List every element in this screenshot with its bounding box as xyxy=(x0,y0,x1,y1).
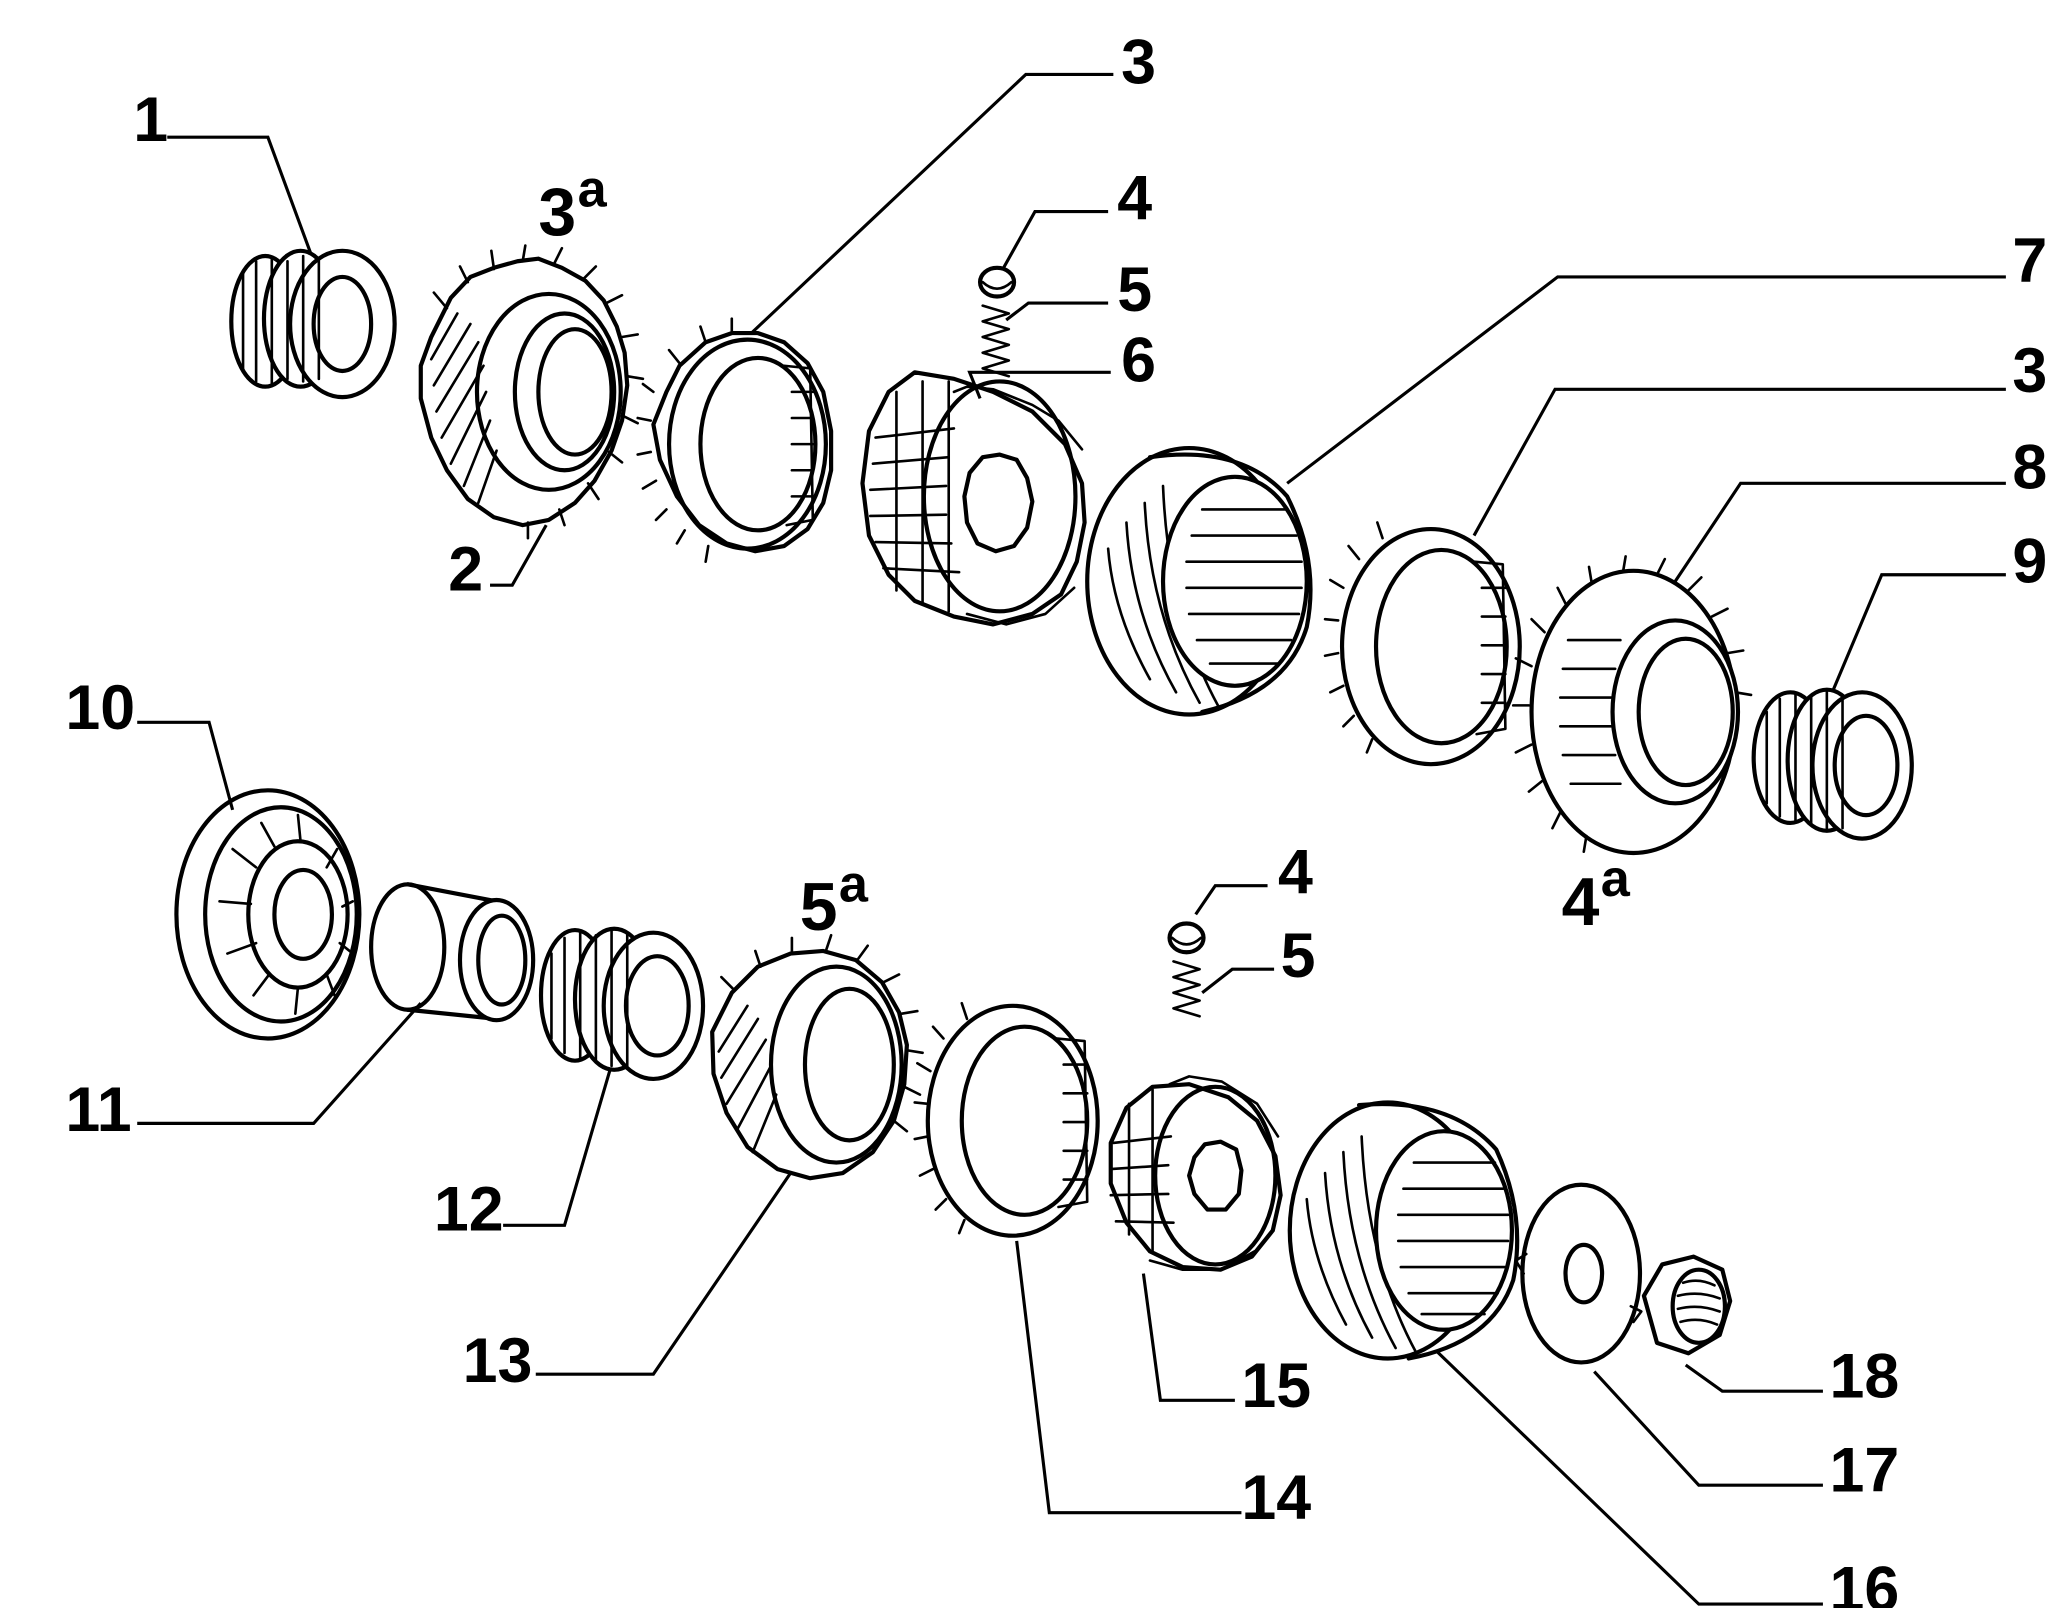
leader-4-upper xyxy=(1002,210,1109,269)
detent-ball-part-4-lower xyxy=(1167,921,1206,955)
leader-12 xyxy=(503,1064,614,1227)
leader-15 xyxy=(1141,1273,1235,1402)
helical-gear-part-2 xyxy=(418,244,645,540)
svg-text:4: 4 xyxy=(1562,865,1600,940)
callout-11: 11 xyxy=(65,1075,131,1145)
synchro-ring-part-14 xyxy=(913,1001,1100,1238)
callout-15: 15 xyxy=(1241,1351,1311,1421)
callout-18: 18 xyxy=(1829,1342,1899,1412)
callout-13: 13 xyxy=(463,1326,533,1396)
sliding-sleeve-part-16 xyxy=(1287,1100,1520,1361)
svg-text:a: a xyxy=(839,855,869,913)
nut-part-18 xyxy=(1641,1254,1733,1356)
leader-8 xyxy=(1673,481,2006,583)
leader-7 xyxy=(1286,275,2006,485)
gear-label-4a: 4 a xyxy=(1562,850,1631,940)
bushing-part-11 xyxy=(369,882,536,1023)
leader-9 xyxy=(1828,573,2006,700)
callout-14: 14 xyxy=(1241,1463,1311,1533)
detent-ball-part-4-upper xyxy=(977,265,1017,299)
leader-13 xyxy=(535,1172,792,1376)
ball-bearing-part-10 xyxy=(174,788,362,1041)
gear-ratio-labels: 3 a 4 a 5 a xyxy=(538,160,1630,945)
leader-16 xyxy=(1436,1350,1823,1606)
synchro-ring-part-3-lower xyxy=(1323,521,1522,767)
leader-18 xyxy=(1684,1363,1823,1393)
spring-part-5-lower xyxy=(1172,960,1201,1018)
needle-bearing-part-1 xyxy=(229,248,397,400)
leader-2 xyxy=(490,524,548,587)
callout-3-lower: 3 xyxy=(2012,336,2047,406)
callout-5-upper: 5 xyxy=(1117,255,1152,325)
gear-label-3a: 3 a xyxy=(538,160,607,250)
callout-10: 10 xyxy=(65,673,135,743)
synchro-ring-part-3-upper xyxy=(636,317,834,563)
thrust-washer-part-17 xyxy=(1514,1182,1643,1365)
svg-text:a: a xyxy=(1601,850,1631,908)
callout-9: 9 xyxy=(2012,527,2047,597)
callout-7: 7 xyxy=(2012,226,2047,296)
callout-6: 6 xyxy=(1121,325,1156,395)
callout-12: 12 xyxy=(434,1175,504,1245)
callout-8: 8 xyxy=(2012,433,2047,503)
gear-label-5a: 5 a xyxy=(800,855,869,945)
svg-text:3: 3 xyxy=(538,175,576,250)
leader-5-upper xyxy=(1005,301,1109,322)
helical-gear-part-13 xyxy=(710,933,924,1181)
leader-6 xyxy=(967,370,1111,399)
leader-3-lower xyxy=(1472,387,2006,537)
synchro-hub-part-15 xyxy=(1108,1075,1283,1272)
leader-10 xyxy=(137,720,235,811)
callout-labels: 1 2 3 3 4 4 5 5 6 7 8 9 10 11 12 13 14 1… xyxy=(65,28,2047,1608)
callout-2: 2 xyxy=(448,534,483,604)
gear-part-8 xyxy=(1511,555,1753,856)
leader-17 xyxy=(1593,1370,1823,1487)
svg-text:a: a xyxy=(578,160,608,218)
callout-3-upper: 3 xyxy=(1121,28,1156,98)
leader-14 xyxy=(1015,1240,1242,1515)
leader-3-upper xyxy=(750,72,1114,335)
leader-lines xyxy=(137,72,2006,1606)
callout-5-lower: 5 xyxy=(1281,921,1316,991)
needle-bearing-part-9 xyxy=(1751,687,1914,841)
svg-text:5: 5 xyxy=(800,870,838,945)
spring-part-5-upper xyxy=(981,304,1011,378)
callout-4-lower: 4 xyxy=(1278,837,1313,907)
callout-17: 17 xyxy=(1829,1436,1899,1506)
leader-4-lower xyxy=(1194,884,1268,916)
synchro-hub-part-6 xyxy=(860,370,1087,627)
callout-1: 1 xyxy=(133,85,168,155)
leader-11 xyxy=(137,1002,422,1125)
sliding-sleeve-part-7 xyxy=(1085,445,1313,717)
callout-4-upper: 4 xyxy=(1117,163,1152,233)
callout-16: 16 xyxy=(1829,1555,1899,1608)
needle-bearing-part-12 xyxy=(538,926,706,1082)
leader-5-lower xyxy=(1201,967,1275,994)
leader-1 xyxy=(167,135,316,262)
